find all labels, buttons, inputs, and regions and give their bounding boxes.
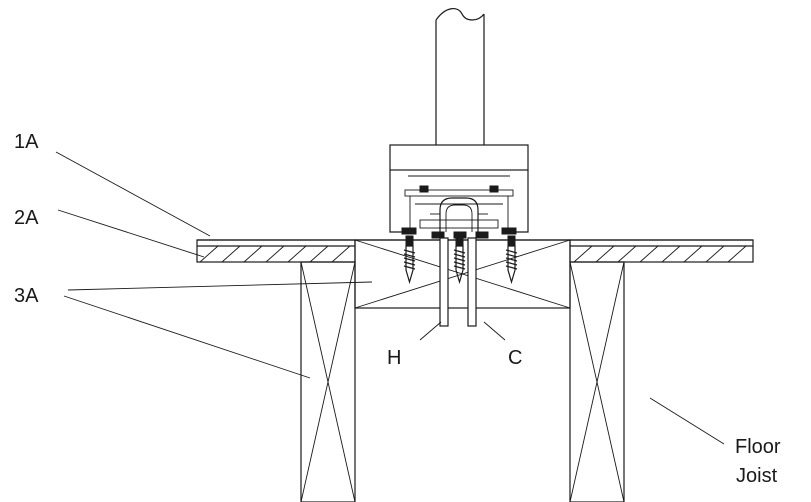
floor-joist-left [300,261,356,502]
label-floor-joist-line1: Floor [735,436,781,458]
label-1a: 1A [14,131,39,153]
mounting-base [389,144,529,233]
label-hot: H [387,347,401,369]
label-3a: 3A [14,285,39,307]
label-2a: 2A [14,207,39,229]
screw-center [453,235,466,285]
supply-pipe-cold [467,237,477,327]
subfloor-hatch-right [573,245,747,262]
screw-left [403,235,416,285]
leader-lines [55,151,725,445]
screw-right [505,235,518,285]
column-pipe [435,8,485,145]
bracket-assembly [401,185,517,239]
supply-pipe-hot [439,237,449,327]
subfloor-hatch-left [199,245,351,262]
label-floor-joist-line2: Joist [736,465,778,487]
label-cold: C [508,347,522,369]
floor-joist-right [569,261,625,502]
